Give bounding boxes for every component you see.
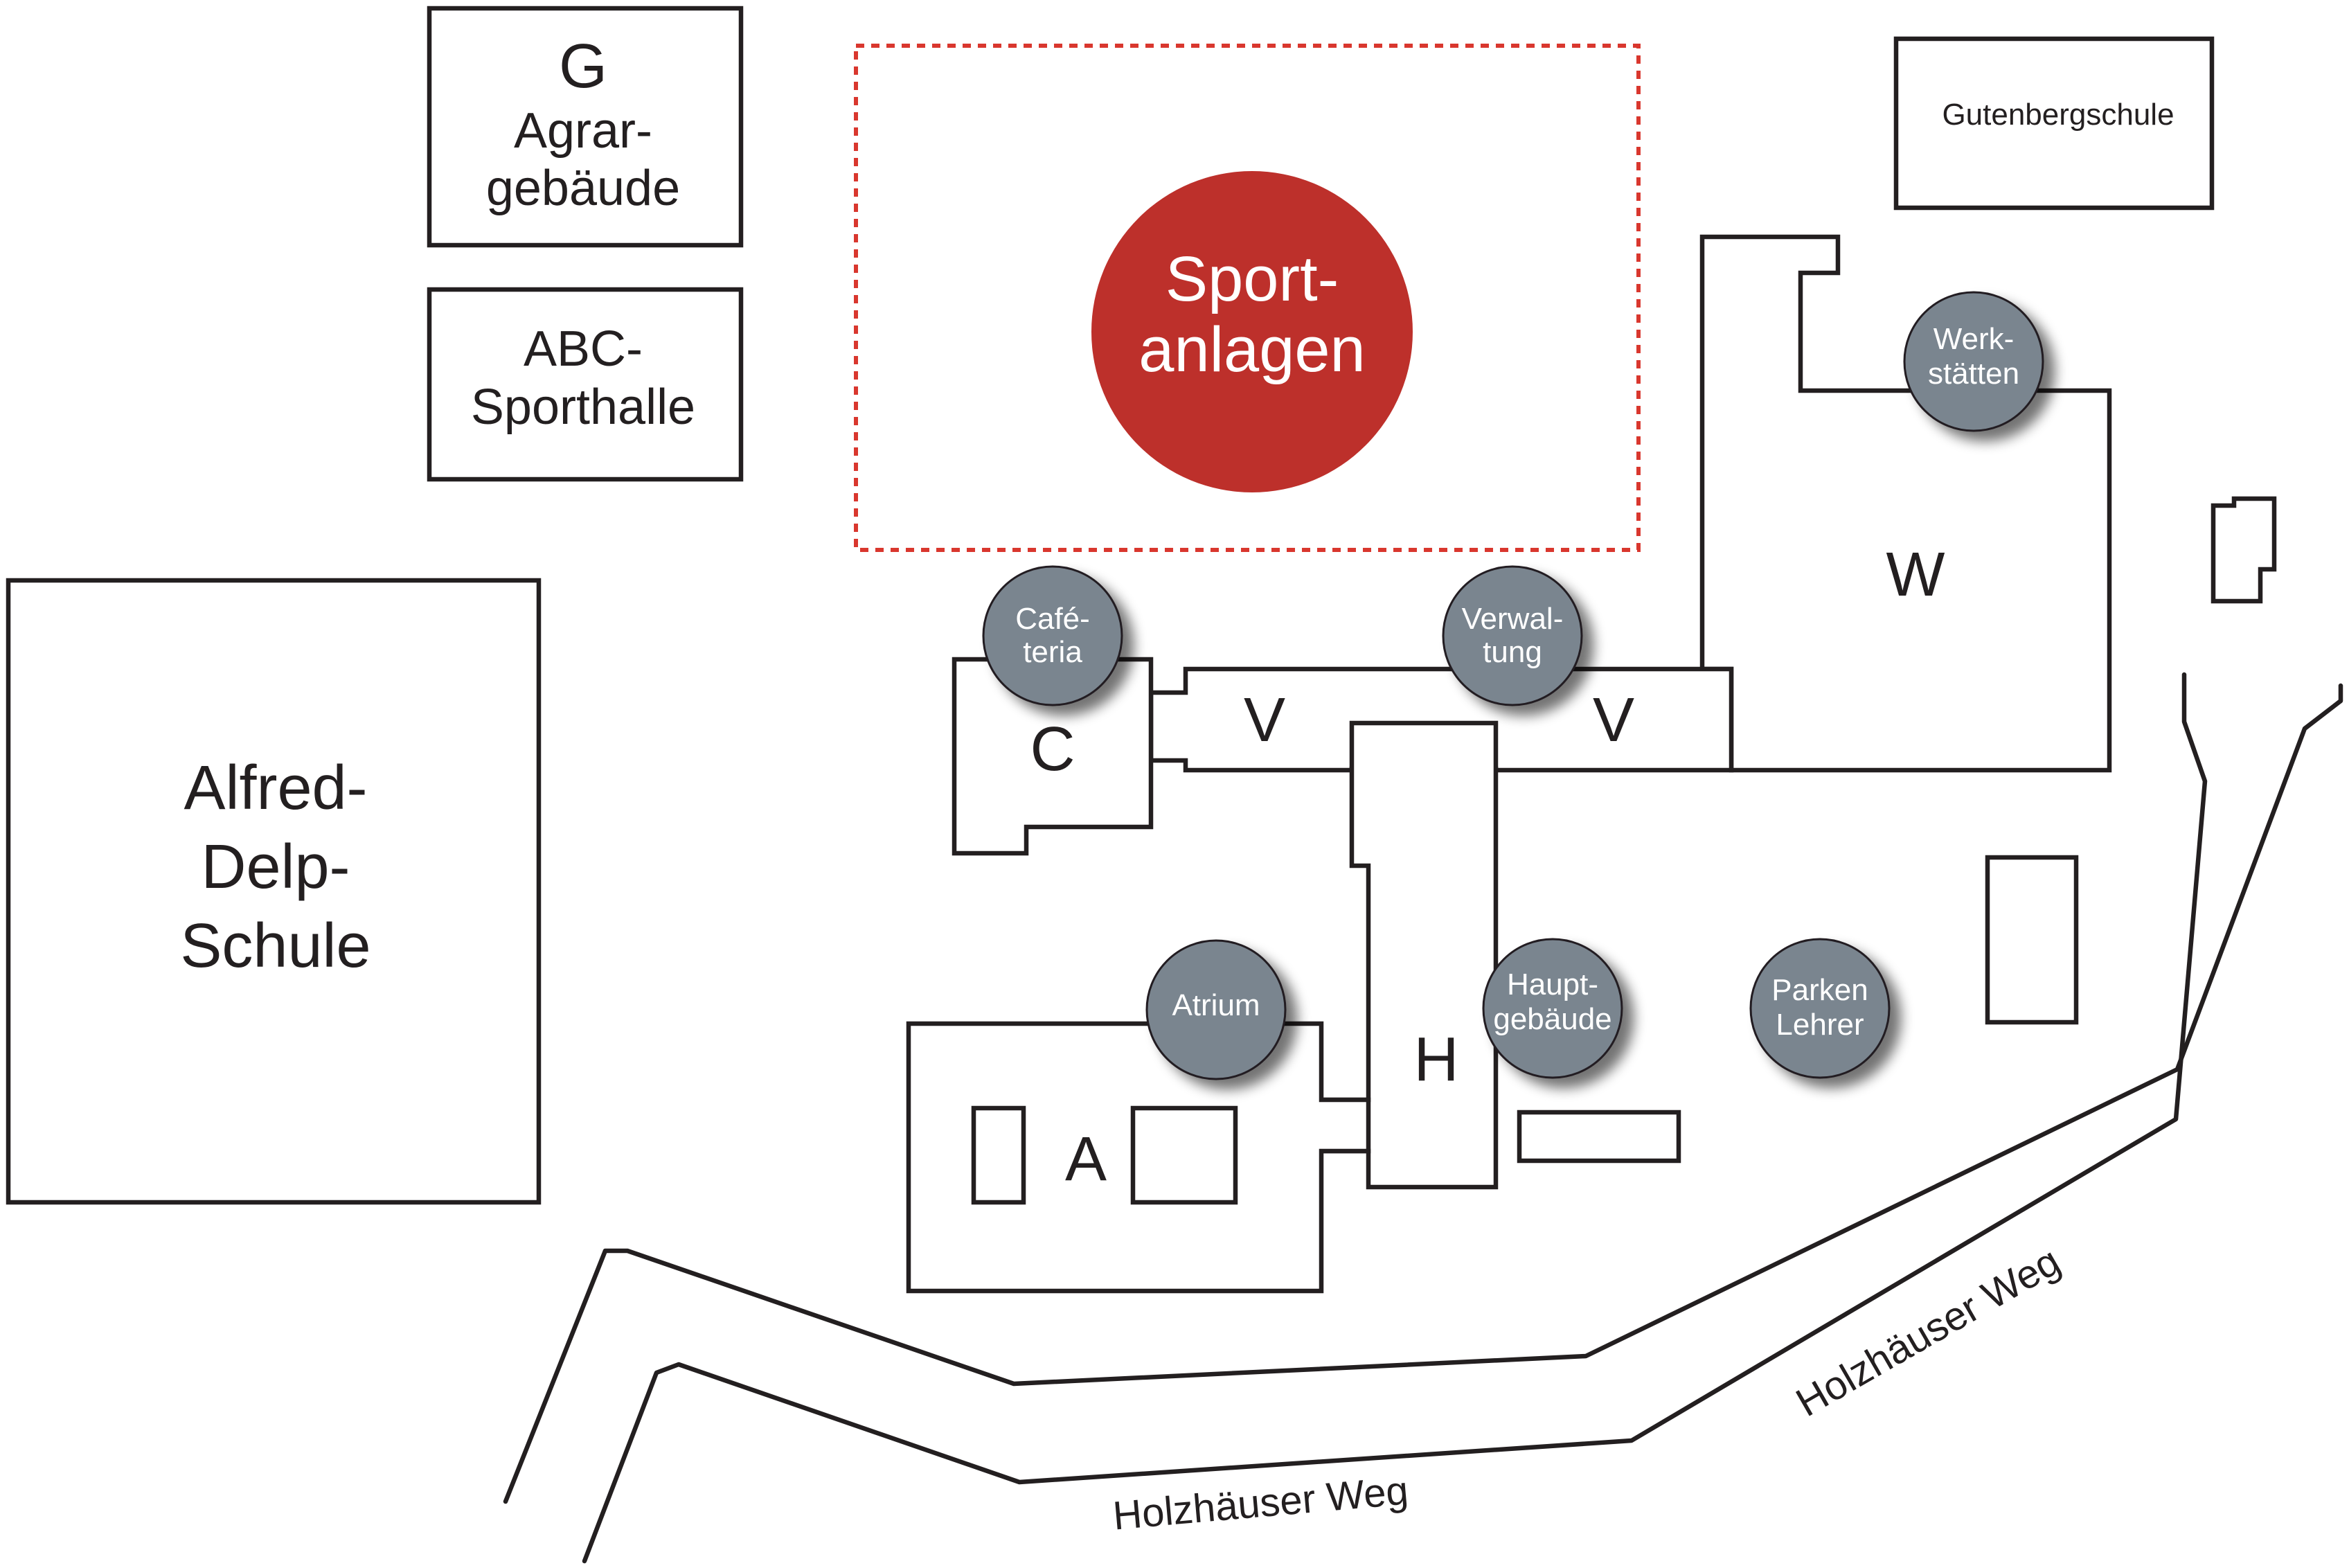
alfred-delp-line2: Delp- (201, 832, 350, 902)
poi-atrium-marker[interactable] (1145, 939, 1287, 1080)
building-alfred-delp-schule: Alfred- Delp- Schule (6, 578, 542, 1205)
poi-verwaltung[interactable]: Verwal- tung (1442, 565, 1583, 706)
sport-line1: Sport- (1165, 244, 1339, 314)
building-gutenbergschule: Gutenbergschule (1893, 36, 2215, 211)
abc-sporthalle-line1: ABC- (524, 321, 643, 377)
sport-area: Sport- anlagen (854, 44, 1641, 552)
poi-verwaltung-line1: Verwal- (1462, 602, 1564, 636)
building-agrar-line2: gebäude (486, 161, 680, 216)
building-agrar-line1: Agrar- (514, 103, 652, 159)
poi-atrium-line1: Atrium (1172, 988, 1260, 1022)
poi-parken-lehrer-line1: Parken (1771, 973, 1868, 1007)
building-a-annex-left (971, 1105, 1026, 1205)
building-abc-sporthalle: ABC- Sporthalle (427, 287, 744, 482)
sport-circle (1091, 171, 1413, 492)
building-w: W (1699, 234, 2112, 773)
sport-area-boundary (854, 44, 1641, 552)
abc-sporthalle-line2: Sporthalle (471, 380, 695, 435)
alfred-delp-line1: Alfred- (184, 754, 367, 823)
building-agrar: G Agrar- gebäude (427, 6, 744, 248)
poi-werkstaetten[interactable]: Werk- stätten (1903, 291, 2044, 432)
building-a: A (906, 1021, 1371, 1294)
building-v-left-letter: V (1244, 686, 1285, 755)
poi-cafeteria-marker[interactable] (982, 565, 1123, 706)
poi-parken-lehrer-marker[interactable] (1749, 938, 1891, 1079)
building-c-letter: C (1030, 715, 1075, 784)
poi-parken-lehrer-line2: Lehrer (1776, 1008, 1864, 1042)
poi-werkstaetten-marker[interactable] (1903, 291, 2044, 432)
road-label-lower: Holzhäuser Weg (1111, 1468, 1410, 1539)
gutenbergschule-label: Gutenbergschule (1942, 98, 2174, 132)
building-c: C (952, 657, 1154, 856)
poi-hauptgebaeude-line1: Haupt- (1507, 968, 1598, 1001)
building-a-annex-right (1130, 1105, 1238, 1205)
poi-parken-lehrer[interactable]: Parken Lehrer (1749, 938, 1891, 1079)
poi-cafeteria-line2: teria (1023, 635, 1082, 669)
poi-atrium[interactable]: Atrium (1145, 939, 1287, 1080)
small-building-hauptgebaeude (1517, 1110, 1681, 1164)
small-hut-right (2210, 496, 2277, 604)
poi-cafeteria-line1: Café- (1015, 602, 1090, 636)
sport-line2: anlagen (1138, 314, 1365, 385)
poi-werkstaetten-line1: Werk- (1933, 322, 2015, 356)
poi-verwaltung-line2: tung (1483, 635, 1542, 669)
small-building-right (1985, 855, 2079, 1025)
poi-verwaltung-marker[interactable] (1442, 565, 1583, 706)
building-a-letter: A (1065, 1125, 1107, 1194)
poi-werkstaetten-line2: stätten (1928, 357, 2019, 391)
poi-cafeteria[interactable]: Café- teria (982, 565, 1123, 706)
poi-hauptgebaeude-line2: gebäude (1493, 1002, 1611, 1036)
building-h-letter: H (1414, 1025, 1459, 1094)
poi-hauptgebaeude[interactable]: Haupt- gebäude (1482, 938, 1623, 1079)
building-w-letter: W (1886, 540, 1945, 609)
building-agrar-letter: G (559, 32, 607, 101)
building-v-right-letter: V (1593, 686, 1634, 755)
poi-hauptgebaeude-marker[interactable] (1482, 938, 1623, 1079)
alfred-delp-line3: Schule (180, 911, 370, 981)
